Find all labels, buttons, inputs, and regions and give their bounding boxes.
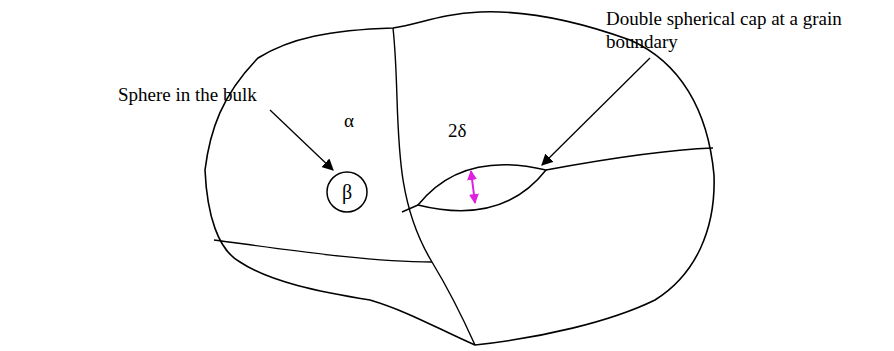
dimension-label: 2δ — [448, 120, 488, 143]
double-spherical-cap — [418, 165, 546, 211]
leader-arrow — [542, 58, 650, 165]
leader-arrow — [270, 110, 333, 170]
callout-text: Sphere in the bulk — [118, 84, 288, 107]
grain-boundary — [402, 205, 418, 212]
phase-label: α — [344, 110, 374, 133]
grain-boundary — [393, 28, 432, 262]
phase-symbol: β — [342, 181, 352, 204]
callout-text: Double spherical cap at a grain boundary — [606, 8, 886, 54]
thickness-arrow — [471, 171, 475, 203]
phase-sphere: β — [326, 171, 368, 213]
specimen-outline — [205, 12, 714, 345]
grain-boundary — [432, 262, 475, 345]
grain-boundary — [546, 148, 713, 170]
grain-boundary — [214, 240, 432, 262]
